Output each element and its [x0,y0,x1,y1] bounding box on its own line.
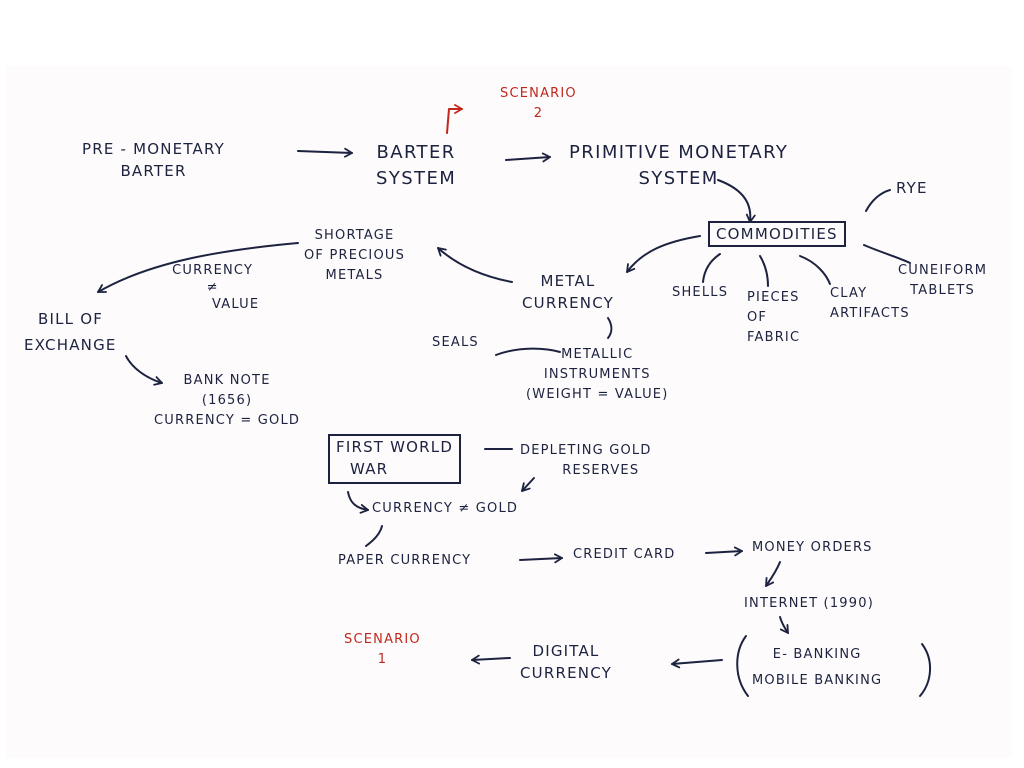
paper-sheet [6,66,1012,758]
line-shells [702,253,721,283]
barter-system-node: BARTER SYSTEM [376,142,457,189]
arrow-metal-to-shortage [437,247,513,283]
currency-not-equal-value-node: CURRENCY ≠ VALUE [172,263,260,312]
money-orders-node: MONEY ORDERS [752,540,873,555]
line-currency-gold-to-paper [365,525,383,547]
arrow-to-scenario-2 [446,104,463,134]
currency-not-equal-gold-node: CURRENCY ≠ GOLD [372,501,519,516]
bracket-left [736,635,749,697]
metallic-instruments-node: METALLIC INSTRUMENTS (WEIGHT = VALUE) [526,347,669,402]
line-cuneiform [863,244,911,264]
bill-of-exchange-node: BILL OF EXCHANGE [24,310,117,354]
arrow-digital-to-scenario-1 [471,654,511,665]
commodities-node: COMMODITIES [708,221,846,247]
pre-monetary-barter-node: PRE - MONETARY BARTER [82,140,226,180]
primitive-monetary-system-node: PRIMITIVE MONETARY SYSTEM [569,142,789,189]
shells-node: SHELLS [672,285,729,300]
arrow-internet-to-banking [779,616,789,634]
line-clay [799,255,831,285]
line-fabric [759,255,769,287]
depleting-gold-reserves-node: DEPLETING GOLD RESERVES [520,443,652,478]
arrow-commodities-to-metal [626,235,701,273]
arrow-banking-to-digital [671,658,723,669]
arrow-war-to-currency-gold [347,491,369,514]
arrow-pre-monetary-to-barter [297,147,353,158]
shortage-of-precious-metals-node: SHORTAGE OF PRECIOUS METALS [304,228,406,283]
digital-currency-node: DIGITAL CURRENCY [520,642,612,682]
line-rye [865,189,891,212]
bracket-right [919,643,931,697]
arrow-depleting-to-gold [521,477,535,492]
scenario-2-label: SCENARIO 2 [500,86,577,121]
scenario-1-label: SCENARIO 1 [344,632,421,667]
internet-node: INTERNET (1990) [744,596,874,611]
line-seals-to-metallic [495,347,561,356]
pieces-of-fabric-node: PIECES OF FABRIC [747,290,801,345]
line-metal-to-metallic [607,317,613,339]
clay-artifacts-node: CLAY ARTIFACTS [830,286,910,321]
e-banking-mobile-banking-node: E- BANKING MOBILE BANKING [752,647,883,688]
seals-node: SEALS [432,335,479,350]
credit-card-node: CREDIT CARD [573,547,676,562]
cuneiform-tablets-node: CUNEIFORM TABLETS [898,263,988,298]
arrow-paper-to-credit [519,553,563,564]
arrow-barter-to-primitive [505,152,551,163]
first-world-war-node: FIRST WORLD WAR [328,434,462,484]
metal-currency-node: METAL CURRENCY [522,272,614,312]
rye-node: RYE [896,179,928,197]
arrow-bill-to-banknote [125,355,163,386]
paper-currency-node: PAPER CURRENCY [338,553,472,568]
bank-note-node: BANK NOTE (1656) CURRENCY = GOLD [154,373,301,428]
arrow-credit-to-money-orders [705,546,743,557]
arrow-primitive-to-commodities [717,179,756,223]
arrow-money-orders-to-internet [765,561,781,587]
arrow-shortage-to-bill [97,242,299,293]
